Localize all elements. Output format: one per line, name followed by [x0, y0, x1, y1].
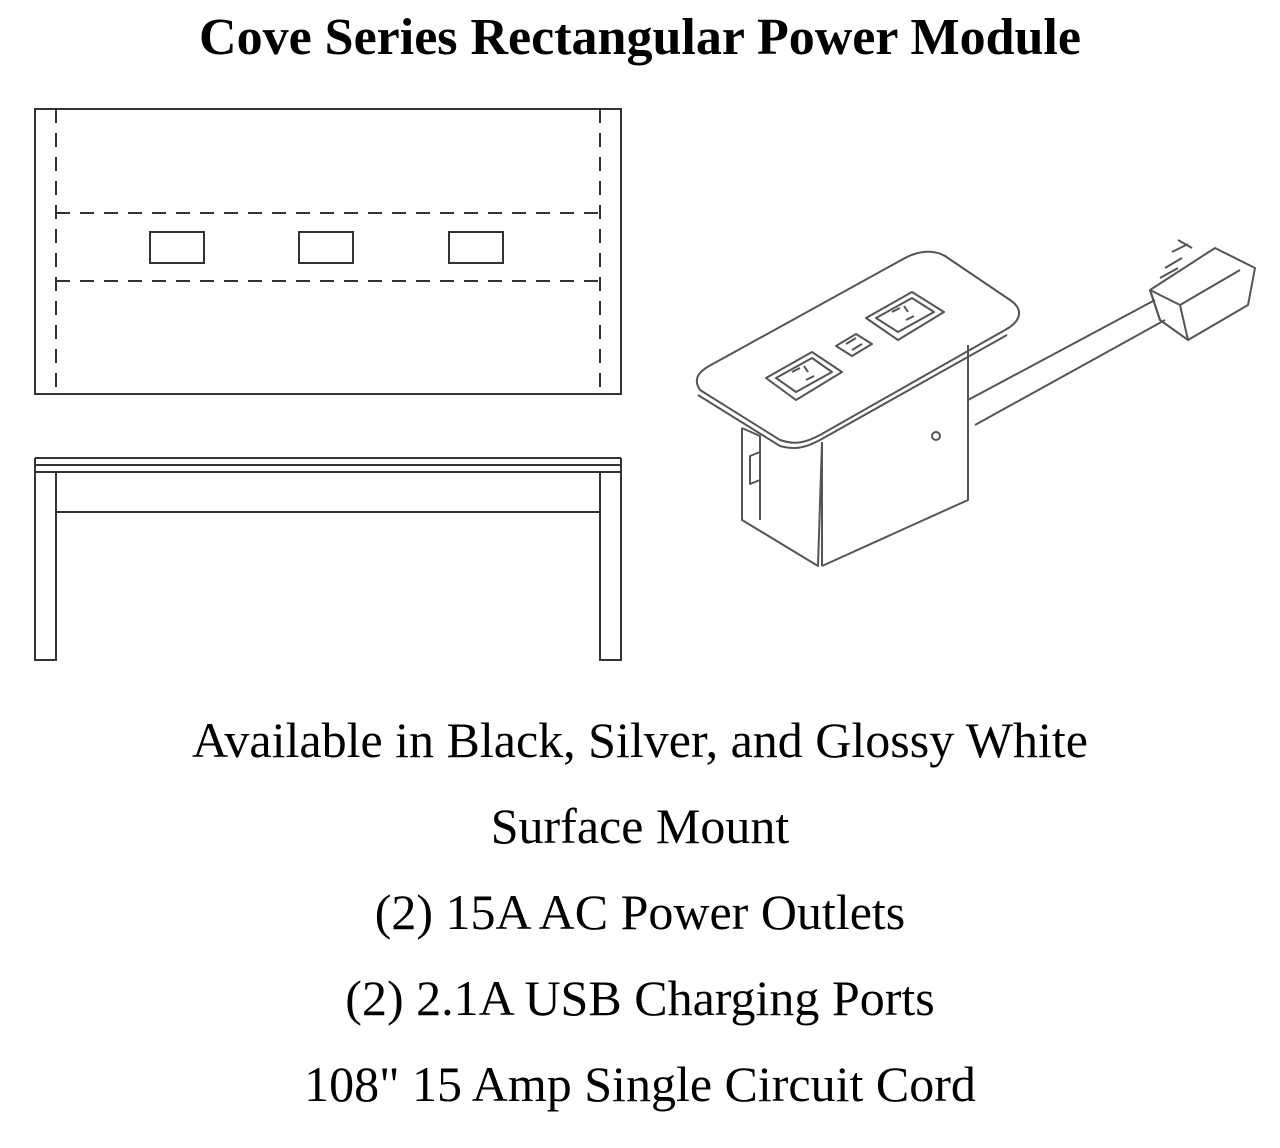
power-cord [967, 299, 1166, 426]
spec-cord: 108" 15 Amp Single Circuit Cord [304, 1056, 976, 1112]
module-cutout-2 [298, 231, 354, 264]
usb-ports [835, 333, 873, 357]
faceplate [695, 250, 1020, 449]
spec-usb-ports: (2) 2.1A USB Charging Ports [345, 970, 935, 1026]
spec-mount: Surface Mount [490, 798, 790, 854]
module-cutout-3 [448, 231, 504, 264]
table-right-leg [599, 458, 622, 661]
outlet-2 [865, 291, 945, 341]
spec-colors: Available in Black, Silver, and Glossy W… [192, 712, 1088, 768]
housing-screw [931, 431, 941, 441]
outlet-1 [765, 351, 843, 401]
page-title: Cove Series Rectangular Power Module [199, 9, 1081, 66]
spec-ac-outlets: (2) 15A AC Power Outlets [374, 884, 906, 940]
table-left-leg [34, 458, 57, 661]
top-view-outline [34, 108, 622, 395]
plug [1149, 239, 1256, 341]
housing-body [741, 345, 969, 567]
module-cutout-1 [149, 231, 205, 264]
